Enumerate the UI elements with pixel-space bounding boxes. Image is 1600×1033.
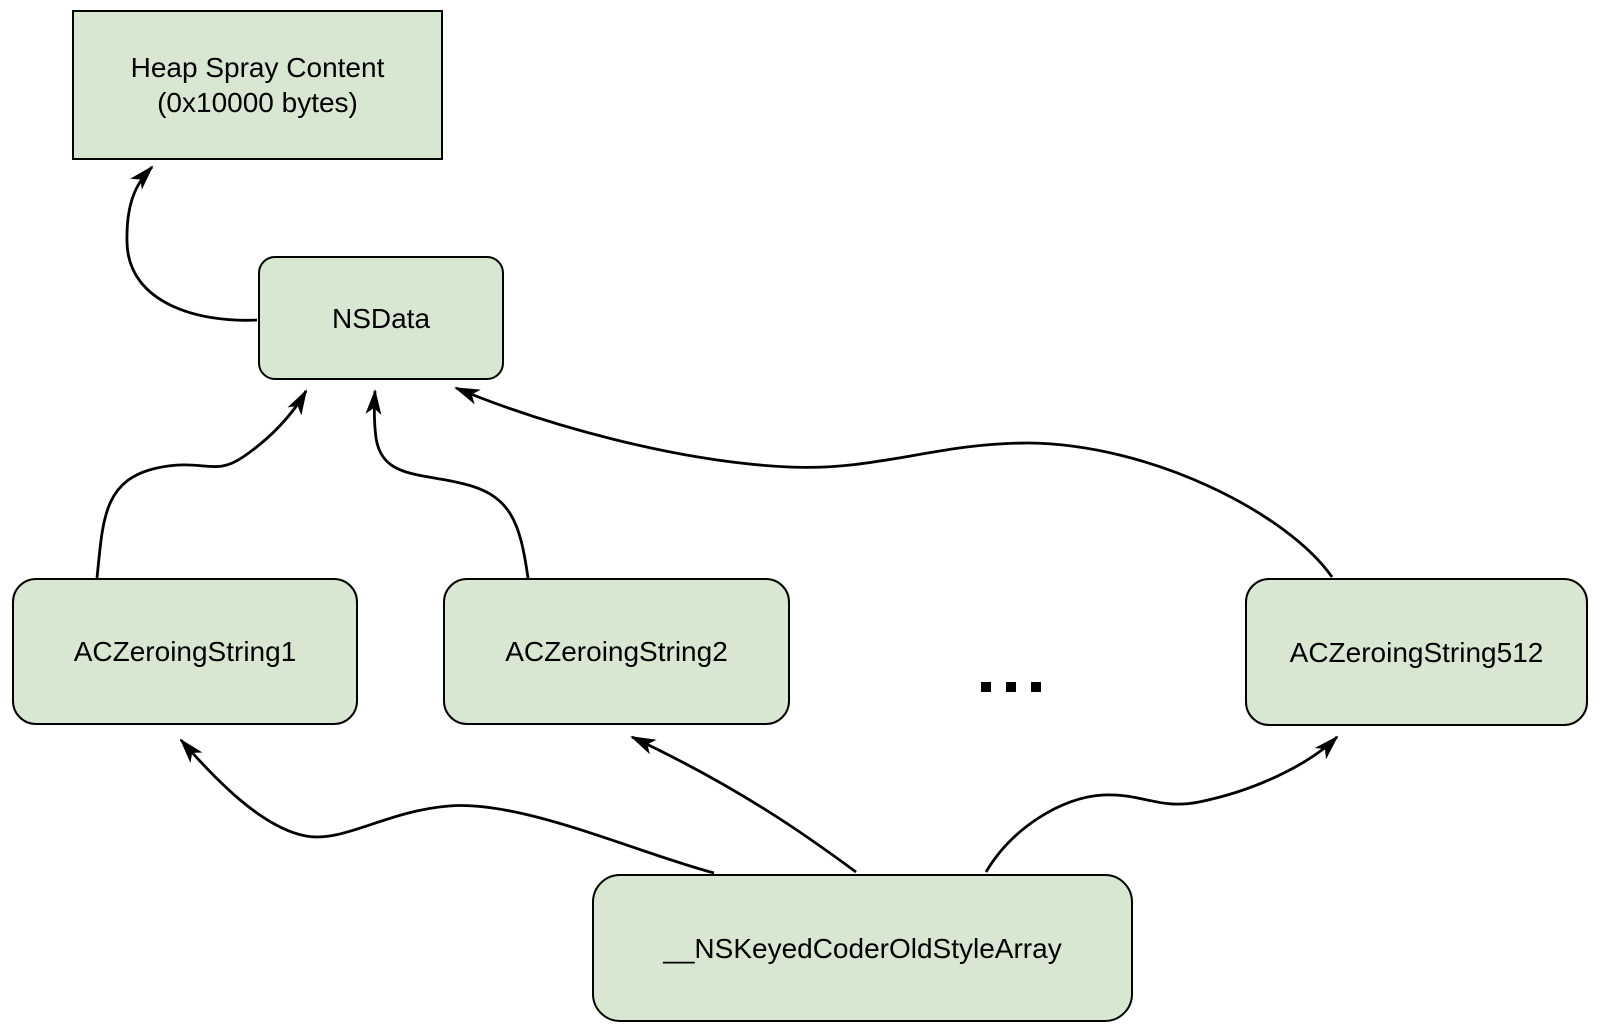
ellipsis	[981, 682, 1041, 692]
ellipsis-dot	[981, 682, 991, 692]
node-aczeroingstring512: ACZeroingString512	[1245, 578, 1588, 726]
node-aczeroingstring1-label: ACZeroingString1	[73, 636, 297, 667]
node-aczeroingstring2-label: ACZeroingString2	[505, 636, 728, 667]
edge-coder-array-to-string512	[984, 735, 1339, 873]
edge-coder-array-to-string2	[630, 735, 857, 874]
node-heap-spray-content: Heap Spray Content (0x10000 bytes)	[72, 10, 443, 160]
edge-coder-array-to-string1	[179, 738, 715, 875]
node-nsdata: NSData	[258, 256, 504, 380]
edge-string512-to-nsdata	[454, 386, 1334, 578]
edge-string1-to-nsdata	[95, 389, 308, 579]
node-aczeroingstring512-label: ACZeroingString512	[1289, 636, 1544, 668]
node-nskeyedcoderoldstylearray: __NSKeyedCoderOldStyleArray	[592, 874, 1133, 1022]
node-aczeroingstring1: ACZeroingString1	[12, 578, 358, 725]
node-aczeroingstring2: ACZeroingString2	[443, 578, 790, 725]
ellipsis-dot	[1031, 682, 1041, 692]
edge-nsdata-to-heap-spray	[125, 165, 258, 322]
node-heap-spray-label: Heap Spray Content (0x10000 bytes)	[130, 52, 385, 118]
node-nsdata-label: NSData	[331, 302, 431, 334]
edge-string2-to-nsdata	[365, 389, 530, 579]
node-nskeyedcoderoldstylearray-label: __NSKeyedCoderOldStyleArray	[663, 932, 1062, 964]
ellipsis-dot	[1006, 682, 1016, 692]
